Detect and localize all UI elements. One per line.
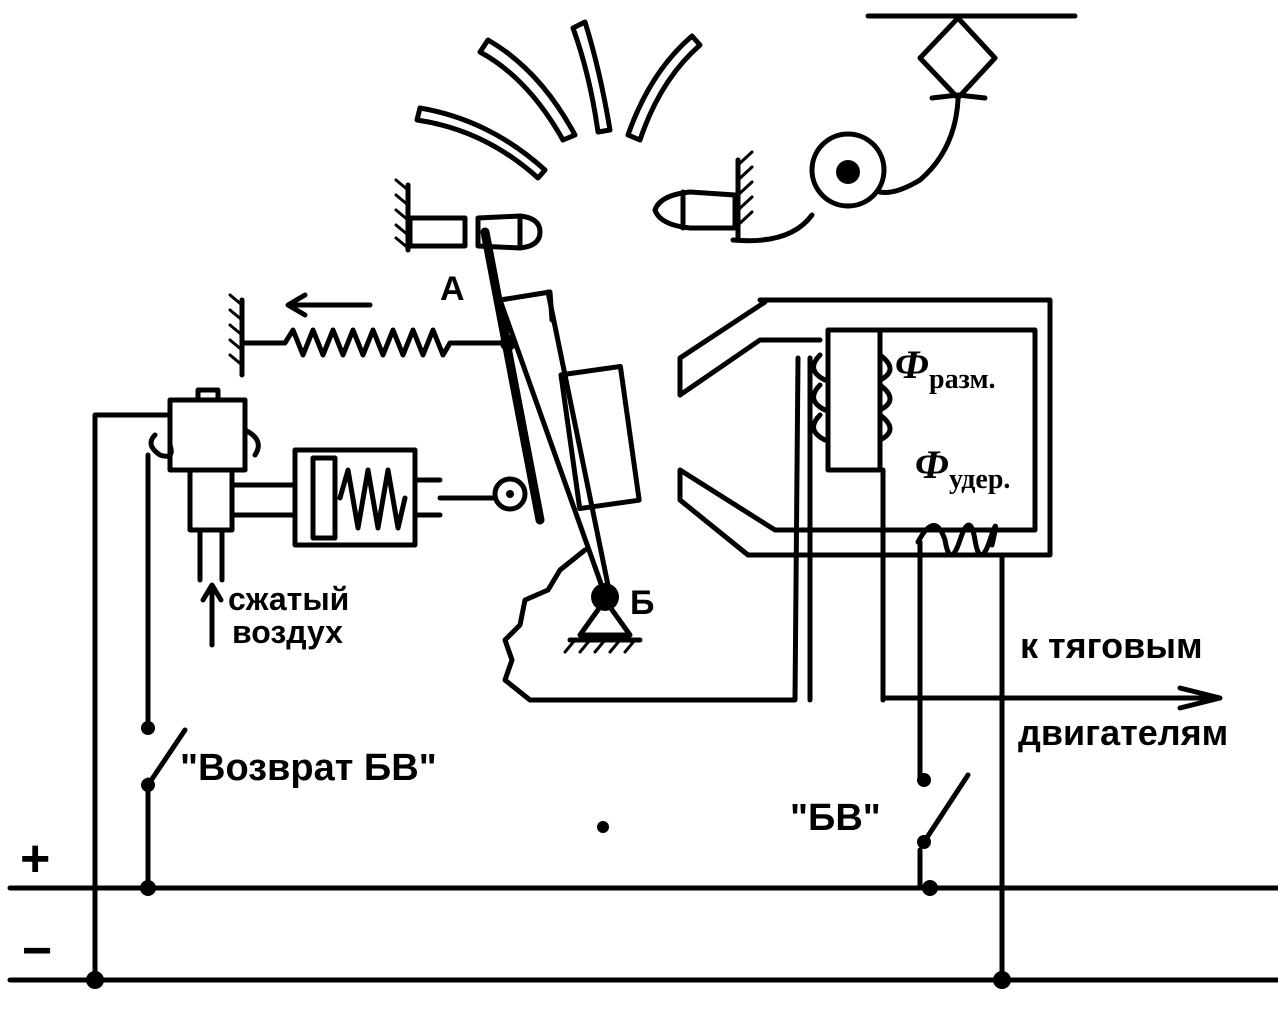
- label-switch-return-bv: "Возврат БВ": [180, 747, 437, 789]
- fixed-contact: [652, 150, 754, 243]
- top-bus: [865, 13, 1078, 195]
- label-compressed-air-2: воздух: [232, 614, 343, 650]
- magnetic-core: [677, 297, 1053, 558]
- label-phi-uder: Фудер.: [915, 442, 1010, 495]
- switch-bv[interactable]: [917, 772, 971, 849]
- left-stop: [394, 178, 468, 253]
- junction-dots: [86, 821, 1011, 989]
- terminal-circle: [730, 131, 887, 244]
- opening-spring: [228, 292, 503, 378]
- moving-contact-head: [475, 213, 543, 251]
- releasing-coil: [807, 327, 893, 703]
- pivot-b: [563, 583, 643, 654]
- label-minus: −: [22, 922, 52, 980]
- label-switch-bv: "БВ": [790, 797, 881, 839]
- electropneumatic-valve: [148, 387, 261, 648]
- pneumatic-cylinder: [232, 447, 528, 548]
- switch-return-bv[interactable]: [141, 721, 188, 792]
- arc-chute: [414, 19, 703, 181]
- label-compressed-air-1: сжатый: [228, 581, 349, 617]
- label-to-motors-1: к тяговым: [1020, 625, 1203, 666]
- label-phi-razm: Фразм.: [895, 342, 996, 395]
- flexible-shunt: [502, 355, 801, 703]
- label-point-a: А: [440, 270, 465, 308]
- holding-coil: [915, 522, 1005, 983]
- label-plus: +: [20, 830, 50, 888]
- supply-wiring: [7, 412, 1278, 983]
- contact-lever: [480, 227, 642, 598]
- label-to-motors-2: двигателям: [1018, 712, 1228, 753]
- motor-output: [880, 685, 1223, 711]
- label-point-b: Б: [630, 584, 654, 622]
